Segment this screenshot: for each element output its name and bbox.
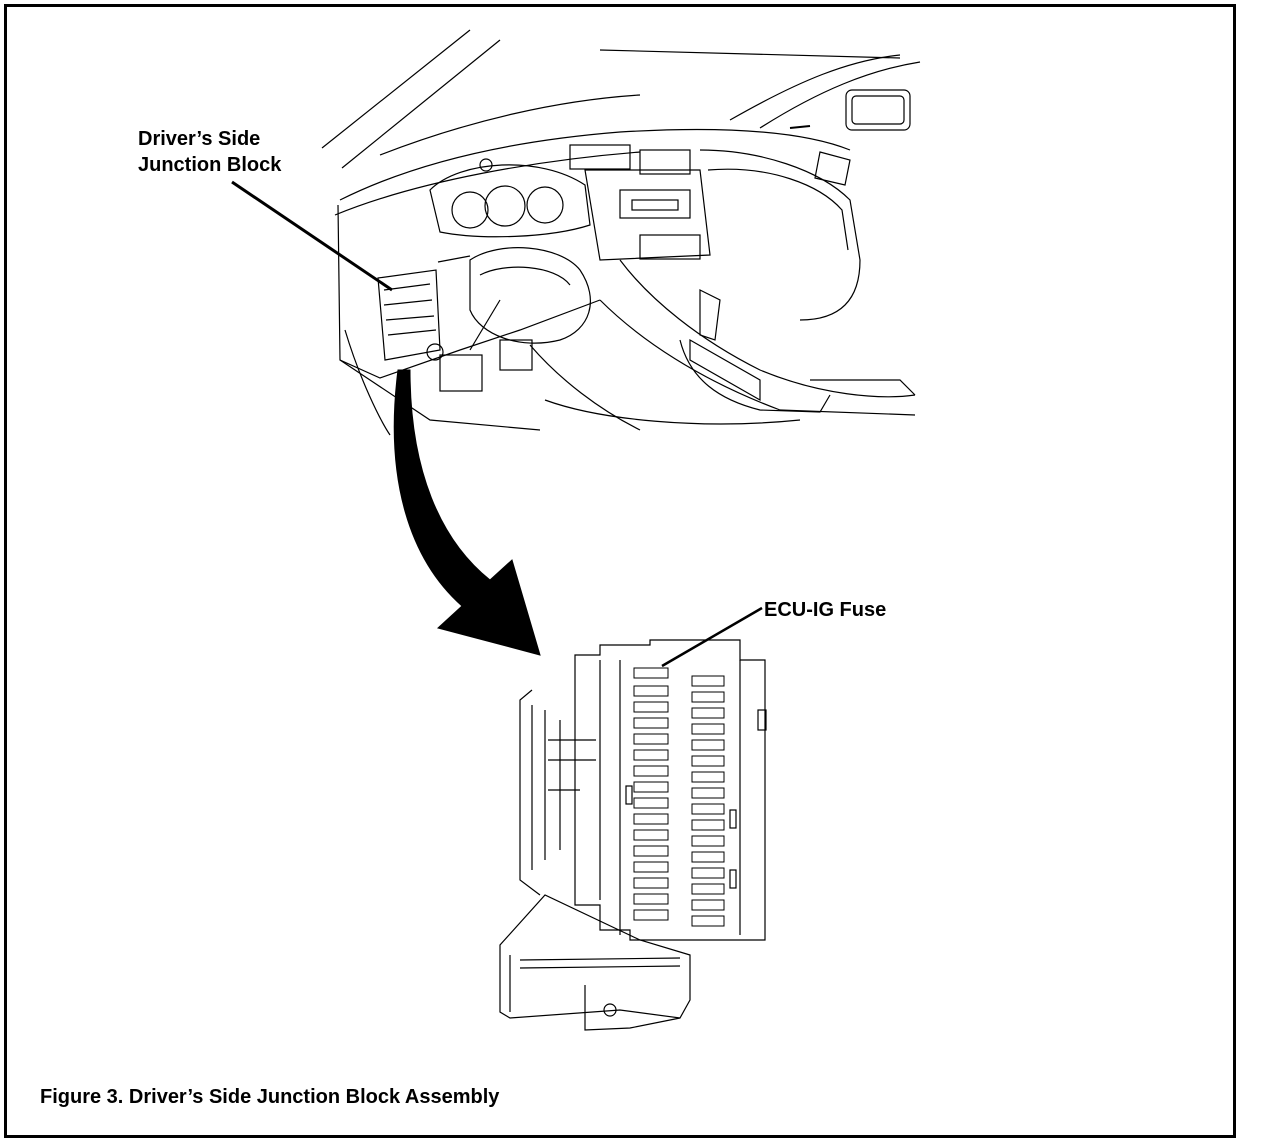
- dashboard-illustration: [321, 29, 921, 436]
- junction-block-leader: [231, 180, 393, 292]
- fuse-block-assembly: [499, 639, 767, 1031]
- junction-block-label: Driver’s Side Junction Block: [138, 126, 281, 178]
- ecu-fuse-label: ECU-IG Fuse: [764, 599, 887, 621]
- junction-block-label-line1: Driver’s Side: [138, 128, 261, 150]
- curved-arrow-icon: [393, 369, 541, 656]
- ecu-fuse-leader: [661, 606, 763, 668]
- figure-frame: [4, 4, 1236, 1138]
- figure-caption: Figure 3. Driver’s Side Junction Block A…: [40, 1086, 500, 1108]
- junction-block-label-line2: Junction Block: [138, 154, 282, 176]
